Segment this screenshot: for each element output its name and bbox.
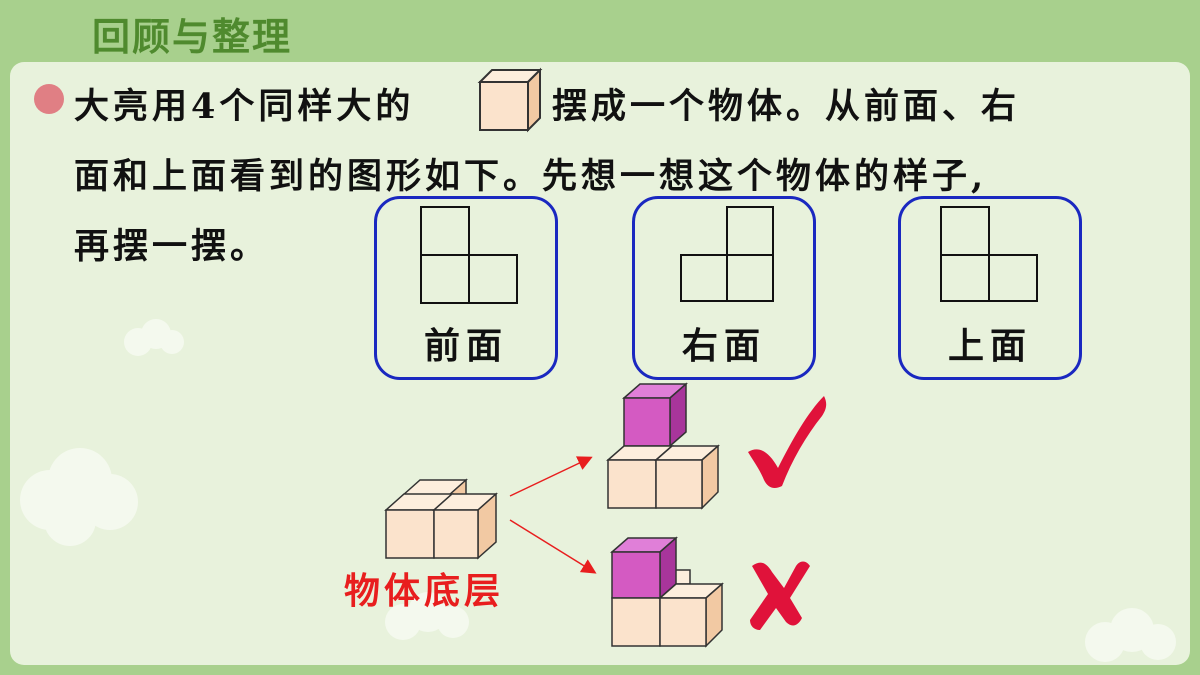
view-front-label: 前面 (423, 325, 508, 367)
arrow-to-correct (509, 456, 593, 497)
content-panel (10, 62, 1190, 665)
view-top: 上面 (898, 196, 1082, 380)
page-title: 回顾与整理 (92, 15, 293, 59)
view-front: 前面 (374, 196, 558, 380)
cloud-decoration-bottom (385, 592, 469, 640)
view-top-label: 上面 (947, 325, 1032, 367)
top-view-grid (940, 206, 1038, 302)
base-layer-label: 物体底层 (344, 570, 505, 612)
cloud-decoration-small (124, 319, 184, 356)
arrow-to-wrong (509, 519, 597, 574)
cube-icon (477, 67, 543, 133)
correct-arrangement (606, 382, 720, 510)
bullet-point (34, 84, 64, 114)
cloud-decoration-left (20, 448, 138, 546)
wrong-arrangement (610, 536, 724, 648)
right-view-grid (680, 206, 774, 302)
cloud-decoration-right (1085, 608, 1176, 662)
problem-line-2: 面和上面看到的图形如下。先想一想这个物体的样子, (74, 156, 988, 197)
problem-line-3: 再摆一摆。 (74, 226, 270, 267)
view-right: 右面 (632, 196, 816, 380)
problem-line-1a: 大亮用4个同样大的 (74, 86, 415, 127)
check-icon (748, 396, 827, 488)
front-view-grid (420, 206, 518, 304)
cross-icon (750, 561, 810, 630)
view-right-label: 右面 (681, 325, 766, 367)
base-layer-cubes (384, 478, 498, 560)
problem-line-1b: 摆成一个物体。从前面、右 (552, 86, 1021, 127)
